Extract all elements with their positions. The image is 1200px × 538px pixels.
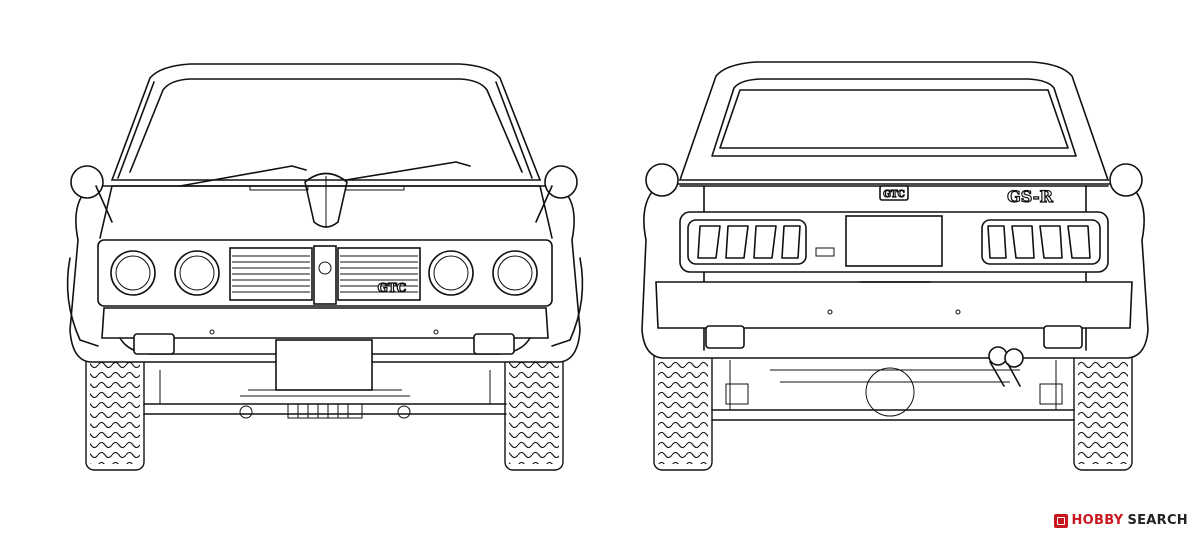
front-roof <box>110 63 542 181</box>
hobby-search-logo-icon <box>1053 513 1068 528</box>
rear-bumper <box>655 281 1133 329</box>
rear-emblem-text: GTC <box>883 190 905 200</box>
rear-left-reflector <box>705 325 745 349</box>
front-grille-badge: GTC <box>378 281 407 295</box>
rear-left-tire <box>653 339 713 471</box>
front-plate <box>275 339 373 391</box>
front-right-mirror <box>544 165 578 199</box>
rear-view: GTC GS-R <box>641 61 1149 471</box>
front-left-mirror <box>70 165 104 199</box>
right-tail-lights <box>981 219 1101 265</box>
front-right-tire <box>504 339 564 471</box>
rear-plate <box>845 215 943 267</box>
hobby-search-watermark: HOBBY SEARCH <box>1053 513 1189 528</box>
headlight-1 <box>110 250 156 296</box>
rear-roof <box>678 61 1110 181</box>
rear-right-tire <box>1073 339 1133 471</box>
headlight-3 <box>428 250 474 296</box>
rear-right-mirror <box>1109 163 1143 197</box>
front-left-tire <box>85 339 145 471</box>
rear-right-reflector <box>1043 325 1083 349</box>
watermark-brand: HOBBY <box>1071 513 1124 528</box>
rear-trunk-badge: GS-R <box>1007 187 1053 206</box>
watermark-word: SEARCH <box>1127 513 1188 528</box>
front-undercarriage <box>143 370 507 419</box>
left-tail-lights <box>687 219 807 265</box>
headlight-2 <box>174 250 220 296</box>
headlight-4 <box>492 250 538 296</box>
front-view: GTC <box>66 63 584 471</box>
rear-undercarriage <box>711 346 1075 421</box>
rear-emblem <box>879 185 909 201</box>
rear-left-mirror <box>645 163 679 197</box>
front-grille <box>229 245 421 305</box>
front-right-indicator <box>473 333 515 355</box>
front-left-indicator <box>133 333 175 355</box>
